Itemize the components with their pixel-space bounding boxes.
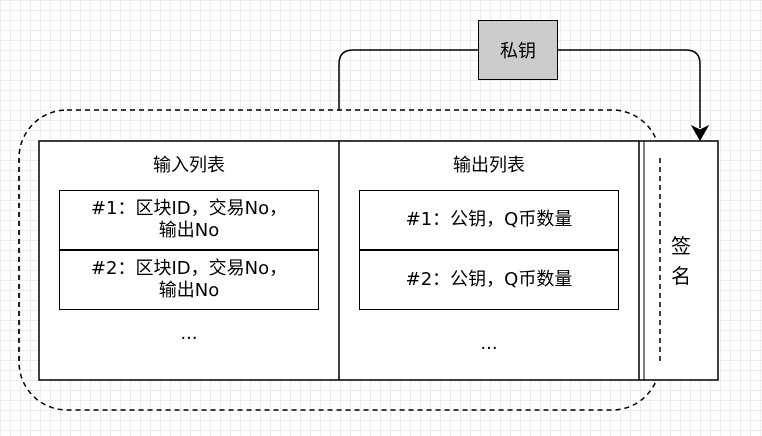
output-list-item-1: #1：公钥，Q币数量 [359, 190, 619, 250]
input-list-item-1: #1：区块ID，交易No， 输出No [59, 190, 319, 250]
output-list-item-2: #2：公钥，Q币数量 [359, 250, 619, 310]
input-list-item-2: #2：区块ID，交易No， 输出No [59, 250, 319, 310]
output-list-title: 输出列表 [453, 155, 525, 176]
signature-label: 签 名 [671, 233, 691, 288]
output-list-more: ... [480, 333, 498, 354]
signing-arrowhead [690, 124, 710, 142]
input-list-title: 输入列表 [153, 155, 225, 176]
private-key-box: 私钥 [478, 20, 558, 80]
input-list-more: ... [180, 323, 198, 344]
private-key-label: 私钥 [500, 41, 536, 62]
signing-arrow [338, 49, 701, 128]
